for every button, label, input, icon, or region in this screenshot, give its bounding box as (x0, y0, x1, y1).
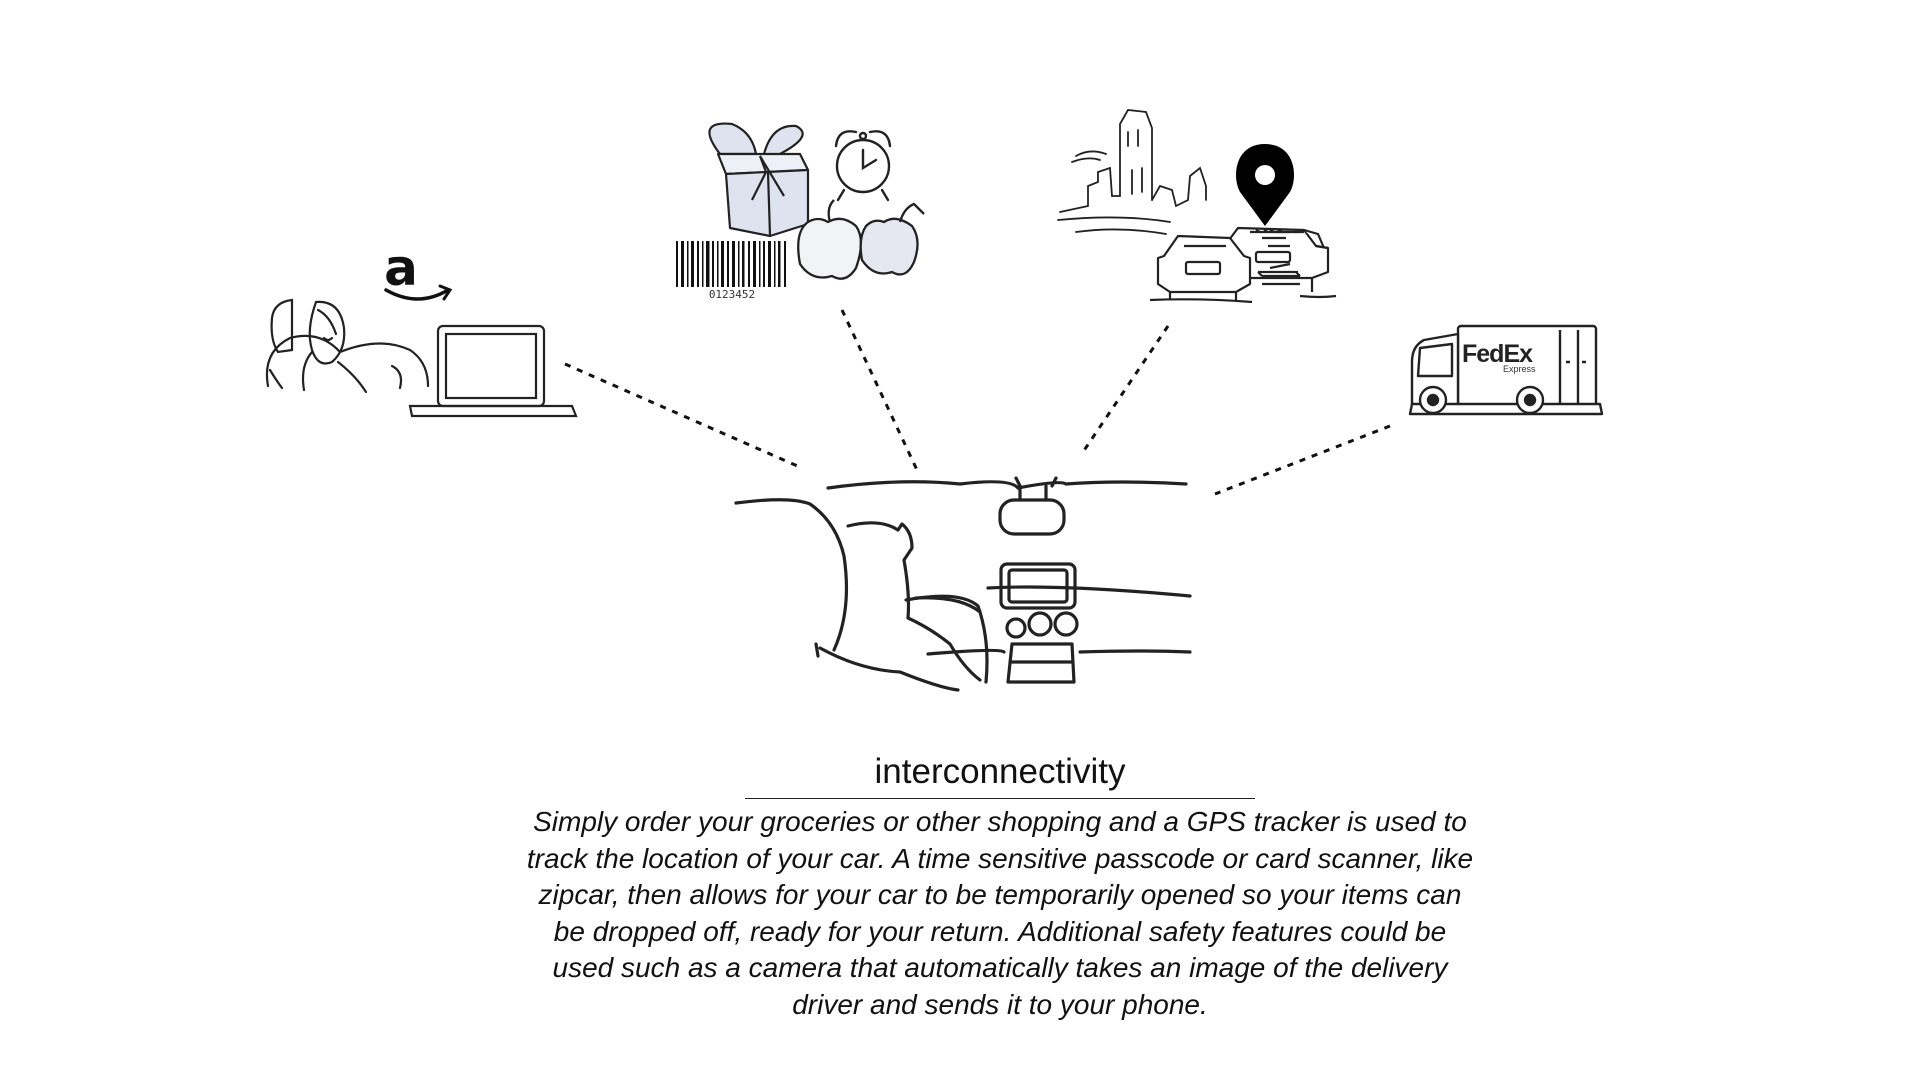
gift-box-icon (708, 122, 810, 238)
car-interior-icon (734, 476, 1192, 692)
fedex-truck-icon (1408, 324, 1604, 416)
fedex-logo-sub: Express (1503, 364, 1536, 374)
woman-laptop-icon (265, 298, 578, 418)
connector-delivery (1214, 424, 1391, 496)
laptop-screen (436, 324, 546, 408)
connector-groceries (840, 309, 919, 471)
amazon-logo-icon: a (384, 239, 453, 301)
parked-cars-icon (1149, 226, 1337, 304)
barcode-number: 0123452 (709, 288, 755, 301)
alarm-clock-icon (834, 130, 892, 202)
amazon-letter: a (384, 239, 418, 297)
connector-location (1081, 325, 1170, 453)
fedex-logo-main: FedEx (1462, 340, 1533, 368)
map-pin-icon (1236, 144, 1294, 226)
connector-lines (564, 309, 1391, 496)
caption-body: Simply order your groceries or other sho… (526, 806, 1474, 1020)
caption-title: interconnectivity (745, 752, 1255, 799)
city-skyline-icon (1057, 109, 1207, 235)
bell-pepper-icon (797, 199, 925, 280)
connector-shopper (564, 362, 803, 470)
barcode-icon: 0123452 (676, 241, 786, 301)
